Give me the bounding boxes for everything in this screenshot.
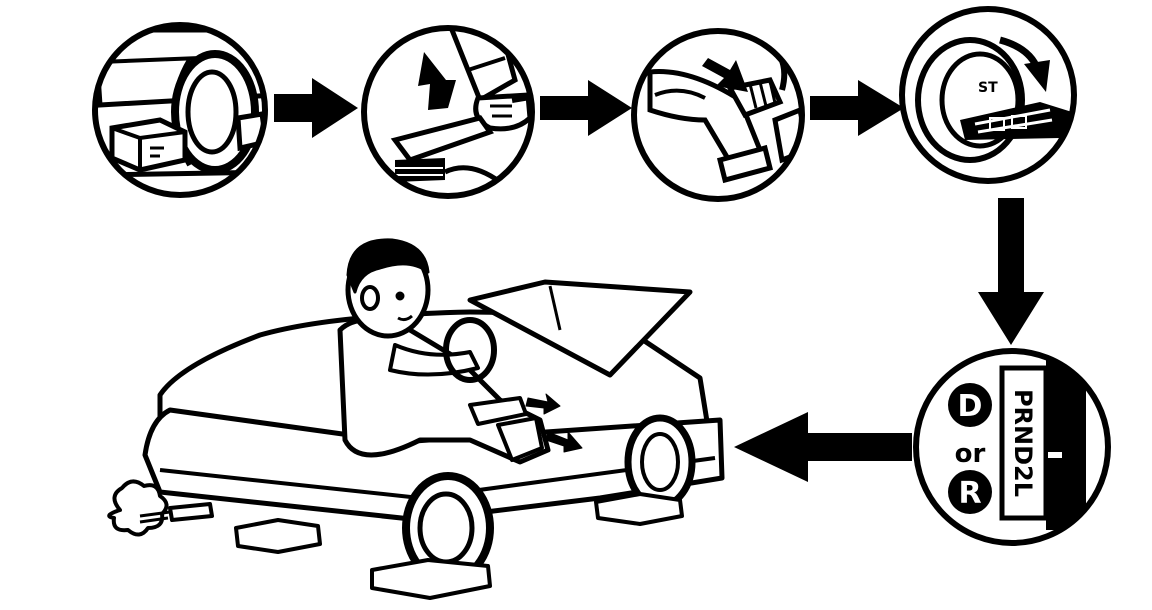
exhaust-smoke-icon <box>107 479 171 537</box>
flow-arrow-left <box>734 412 912 482</box>
flow-arrow-down <box>978 198 1044 345</box>
step-press-brake-pedal <box>631 28 805 202</box>
gear-option-or: or <box>955 439 986 469</box>
switch-label-st: ST <box>978 80 998 96</box>
step-apply-parking-brake <box>361 25 535 199</box>
gear-option-r: R <box>958 476 981 511</box>
gear-gate-positions: PRND2L <box>1009 389 1037 497</box>
flow-arrow-right <box>810 80 904 136</box>
flow-arrow-right <box>274 78 358 138</box>
step-turn-ignition-key: ST <box>899 6 1077 184</box>
gear-option-badge <box>948 383 992 427</box>
parking-brake-icon <box>390 28 532 185</box>
wheel-chock-blocks <box>234 492 684 600</box>
step-select-gear: D or R PRND2L <box>913 348 1111 546</box>
wheel-chock-icon <box>95 27 265 178</box>
gear-slot <box>1046 360 1086 530</box>
driver-in-car-icon <box>107 238 725 600</box>
gear-selector-icon: D or R PRND2L <box>948 360 1086 530</box>
gear-indicator <box>1048 452 1062 458</box>
step-chock-wheels <box>92 22 268 198</box>
gear-option-badge <box>948 470 992 514</box>
gear-option-d: D <box>958 389 983 424</box>
ignition-key-icon: ST <box>915 36 1072 163</box>
flow-arrow-right <box>540 80 632 136</box>
